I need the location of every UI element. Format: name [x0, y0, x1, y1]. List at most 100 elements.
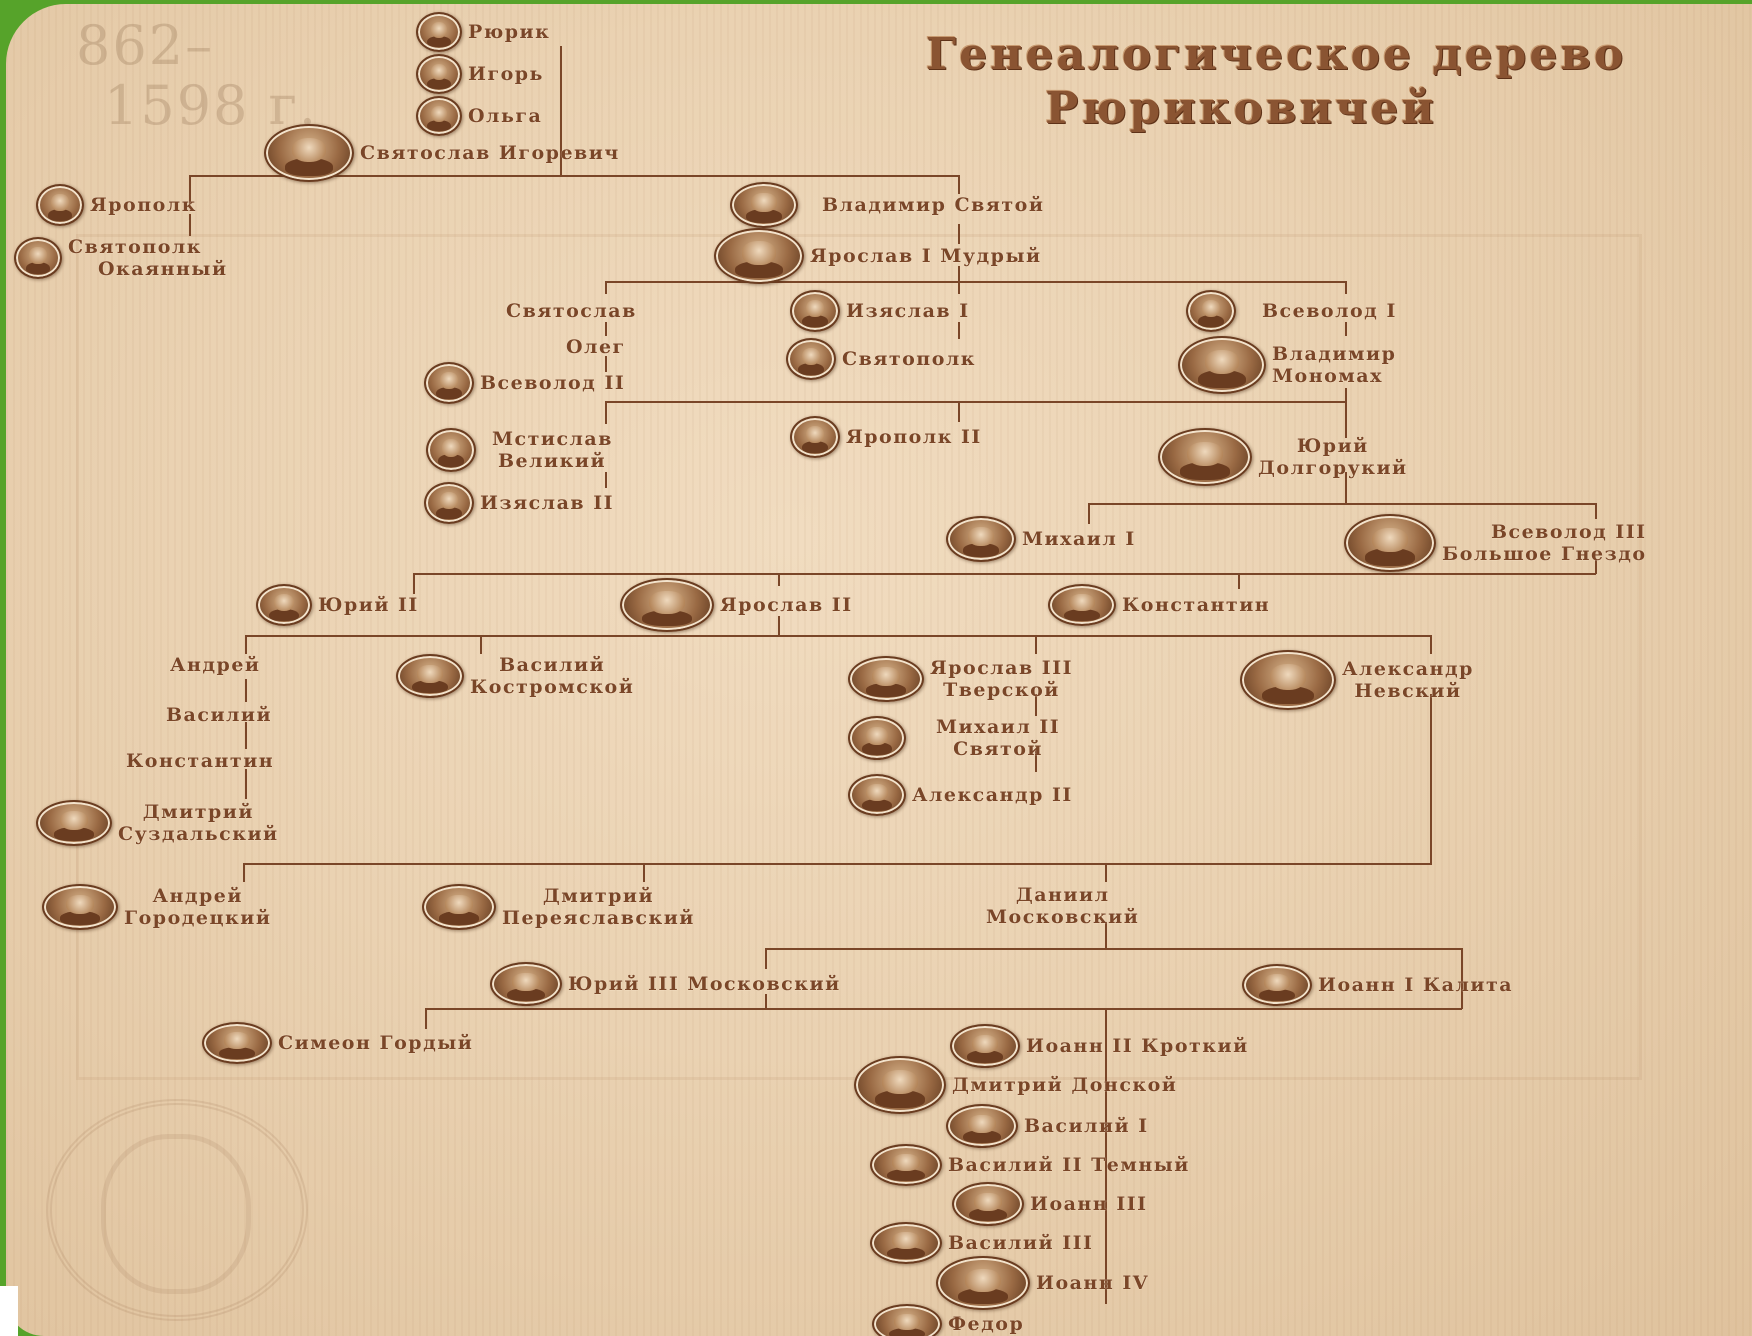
- label-oleg: Олег: [566, 336, 626, 358]
- portrait-icon: [848, 656, 924, 702]
- node-simeon-gordy: Симеон Гордый: [202, 1022, 473, 1064]
- node-yaropolk-ii: Ярополк II: [790, 416, 982, 458]
- label-line: Великий: [498, 450, 613, 472]
- portrait-icon: [490, 962, 562, 1006]
- node-dmitry-pereyaslavsky: Дмитрий Переяславский: [422, 884, 695, 930]
- label-mikhail-ii: Михаил II Святой: [936, 716, 1060, 760]
- node-vsevolod-iii: Всеволод III Большое Гнездо: [1344, 514, 1647, 572]
- portrait-icon: [848, 716, 906, 760]
- label-line: Переяславский: [502, 907, 695, 929]
- portrait-icon: [424, 482, 474, 524]
- node-mstislav-veliky: Мстислав Великий: [426, 428, 613, 472]
- label-dmitry-pereyaslavsky: Дмитрий Переяславский: [502, 885, 695, 929]
- label-line: Дмитрий: [118, 801, 279, 823]
- portrait-icon: [730, 182, 798, 228]
- portrait-icon: [202, 1022, 272, 1064]
- portrait-icon: [1186, 290, 1236, 332]
- node-igor: Игорь: [416, 54, 544, 94]
- label-dmitry-donskoy: Дмитрий Донской: [952, 1074, 1177, 1096]
- label-line: Юрий: [1258, 435, 1408, 457]
- label-line: Мстислав: [492, 428, 613, 450]
- portrait-icon: [946, 516, 1016, 562]
- label-line: Городецкий: [124, 907, 271, 929]
- node-ivan-kalita: Иоанн I Калита: [1242, 964, 1513, 1006]
- portrait-icon: [848, 774, 906, 816]
- label-line: Дмитрий: [502, 885, 695, 907]
- label-line: Святополк: [68, 236, 228, 258]
- node-alexander-ii: Александр II: [848, 774, 1073, 816]
- label-vsevolod-ii: Всеволод II: [480, 372, 625, 394]
- node-konstantin: Константин: [1048, 584, 1270, 626]
- node-yuri-iii: Юрий III Московский: [490, 962, 841, 1006]
- node-ivan-iv: Иоанн IV: [936, 1256, 1149, 1310]
- label-vsevolod-iii: Всеволод III Большое Гнездо: [1442, 521, 1647, 565]
- portrait-icon: [14, 237, 62, 279]
- node-vsevolod-i: Всеволод I: [1186, 290, 1397, 332]
- label-yuri-dolgoruky: Юрий Долгорукий: [1258, 435, 1408, 479]
- node-dmitry-suzdalsky: Дмитрий Суздальский: [36, 800, 279, 846]
- label-alexander-nevsky: Александр Невский: [1342, 658, 1474, 702]
- node-yaroslav-iii: Ярослав III Тверской: [848, 656, 1073, 702]
- node-svyatopolk: Святополк: [786, 338, 976, 380]
- portrait-icon: [786, 338, 836, 380]
- label-line: Долгорукий: [1258, 457, 1408, 479]
- node-ivan-iii: Иоанн III: [952, 1182, 1148, 1226]
- label-line: Невский: [1342, 680, 1474, 702]
- node-yaroslav-ii: Ярослав II: [620, 578, 853, 632]
- node-andrey-gorodetsky: Андрей Городецкий: [42, 884, 271, 930]
- portrait-icon: [1344, 514, 1436, 572]
- label-line: Большое Гнездо: [1442, 543, 1647, 565]
- label-line: Костромской: [470, 676, 634, 698]
- label-line: Владимир: [1272, 343, 1396, 365]
- label-mstislav-veliky: Мстислав Великий: [482, 428, 613, 472]
- label-line: Суздальский: [118, 823, 279, 845]
- label-andrey: Андрей: [170, 654, 261, 676]
- portrait-icon: [870, 1222, 942, 1264]
- node-vsevolod-ii: Всеволод II: [424, 362, 625, 404]
- node-vasily-kostromskoy: Василий Костромской: [396, 654, 634, 698]
- label-ivan-iii: Иоанн III: [1030, 1193, 1148, 1215]
- label-vasily: Василий: [166, 704, 272, 726]
- node-alexander-nevsky: Александр Невский: [1240, 650, 1474, 710]
- label-yaropolk: Ярополк: [90, 194, 197, 216]
- portrait-icon: [416, 12, 462, 52]
- label-simeon-gordy: Симеон Гордый: [278, 1032, 473, 1054]
- portrait-icon: [426, 428, 476, 472]
- portrait-icon: [946, 1104, 1018, 1148]
- label-yaropolk-ii: Ярополк II: [846, 426, 982, 448]
- node-vasily-ii: Василий II Темный: [870, 1144, 1190, 1186]
- label-fedor: Федор: [948, 1313, 1024, 1335]
- label-vladimir-svyatoy: Владимир Святой: [822, 194, 1044, 216]
- label-line: Святой: [936, 738, 1060, 760]
- node-fedor: Федор: [872, 1304, 1024, 1336]
- label-line: Василий: [470, 654, 634, 676]
- portrait-icon: [1048, 584, 1116, 626]
- label-ivan-iv: Иоанн IV: [1036, 1272, 1149, 1294]
- node-yuri-dolgoruky: Юрий Долгорукий: [1158, 428, 1408, 486]
- label-ivan-kalita: Иоанн I Калита: [1318, 974, 1513, 996]
- label-vasily-iii: Василий III: [948, 1232, 1093, 1254]
- portrait-icon: [872, 1304, 942, 1336]
- label-mikhail-i: Михаил I: [1022, 528, 1136, 550]
- node-izyaslav-ii: Изяслав II: [424, 482, 614, 524]
- portrait-icon: [42, 884, 118, 930]
- portrait-icon: [1242, 964, 1312, 1006]
- portrait-icon: [790, 290, 840, 332]
- label-line: Тверской: [930, 679, 1073, 701]
- portrait-icon: [256, 584, 312, 626]
- node-mikhail-i: Михаил I: [946, 516, 1136, 562]
- label-line: Мономах: [1272, 365, 1396, 387]
- portrait-icon: [396, 654, 464, 698]
- label-dmitry-suzdalsky: Дмитрий Суздальский: [118, 801, 279, 845]
- portrait-icon: [1240, 650, 1336, 710]
- portrait-icon: [416, 54, 462, 94]
- node-vladimir-monomakh: Владимир Мономах: [1178, 336, 1396, 394]
- label-line: Окаянный: [98, 258, 228, 280]
- portrait-icon: [620, 578, 714, 632]
- label-line: Ярослав III: [930, 657, 1073, 679]
- label-svyatoslav-igorevich: Святослав Игоревич: [360, 142, 620, 164]
- label-izyaslav-ii: Изяслав II: [480, 492, 614, 514]
- label-vasily-kostromskoy: Василий Костромской: [470, 654, 634, 698]
- label-svyatopolk: Святополк: [842, 348, 976, 370]
- portrait-icon: [36, 800, 112, 846]
